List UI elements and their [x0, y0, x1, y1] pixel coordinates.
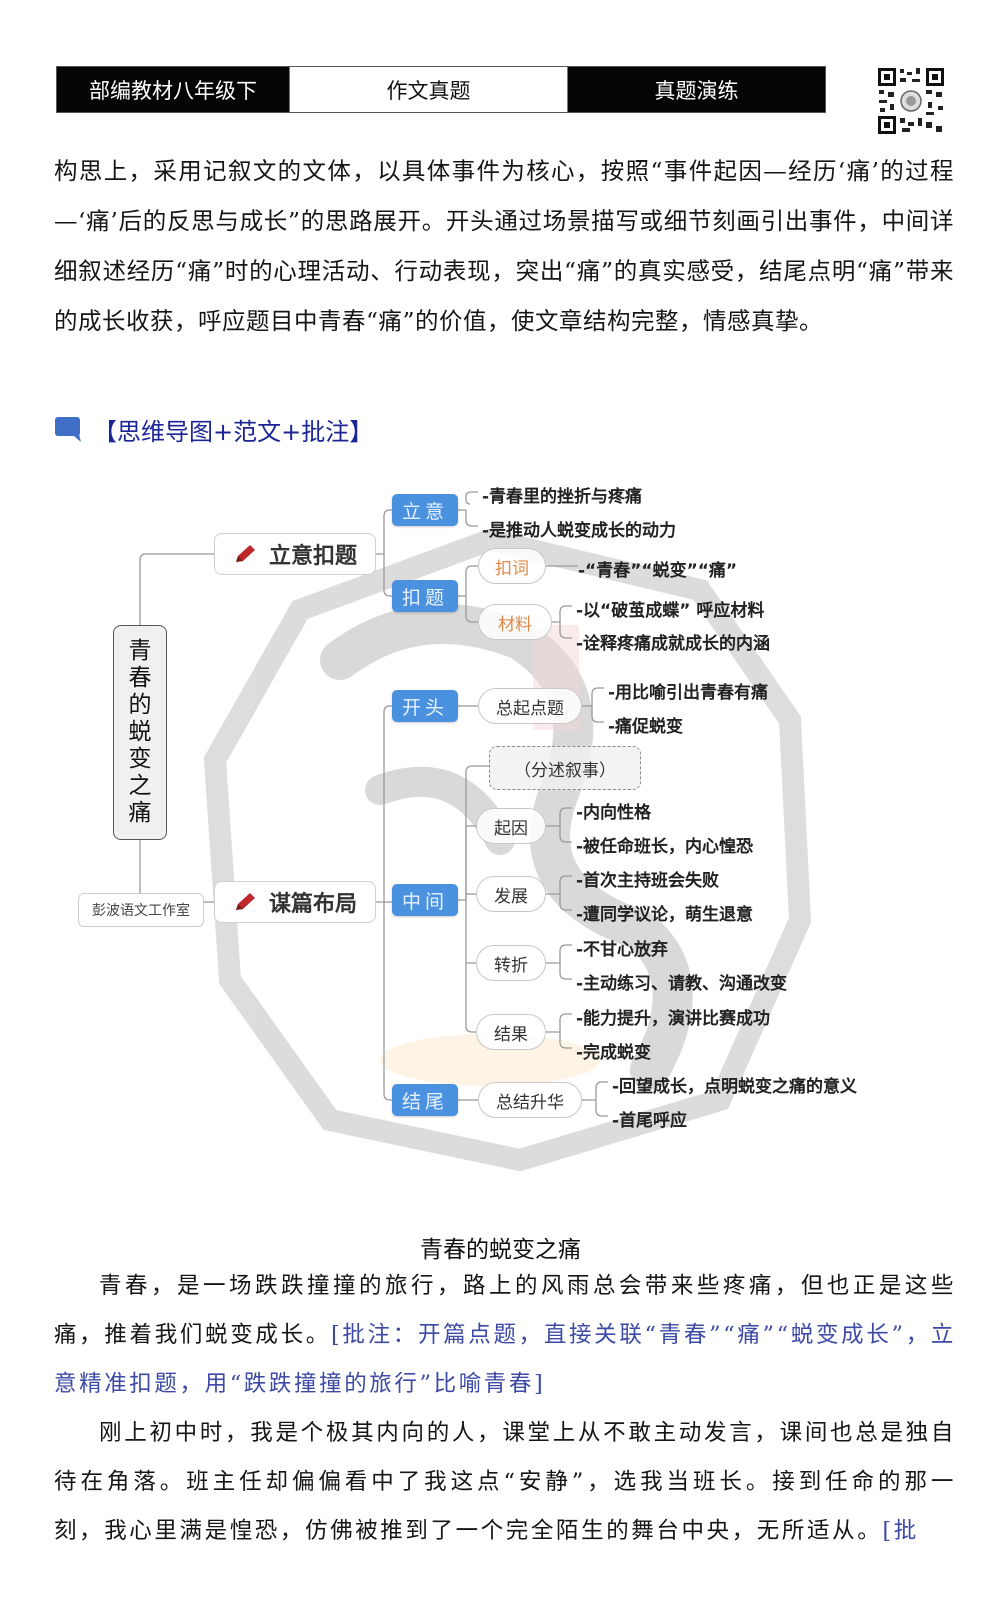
section-heading: 【思维导图+范文+批注】 [55, 412, 373, 447]
leaf: -以“破茧成蝶” 呼应材料 [576, 601, 765, 621]
leaf: -痛促蜕变 [608, 717, 684, 737]
leaf: -被任命班长，内心惶恐 [576, 837, 754, 857]
leaf: -回望成长，点明蜕变之痛的意义 [612, 1077, 858, 1097]
header-practice-label: 真题演练 [568, 67, 825, 112]
bookmark-chat-icon [55, 416, 81, 442]
branch-moupian-buju: 谋篇布局 [214, 881, 376, 923]
annotation: [批注：开篇点题，直接关联“青春”“痛”“蜕变成长”，立意精准扣题，用“跌跌撞撞… [54, 1322, 956, 1397]
intro-paragraph: 构思上，采用记叙文的文体，以具体事件为核心，按照“事件起因—经历‘痛’的过程—‘… [54, 157, 954, 335]
root-char: 之 [128, 773, 152, 799]
root-char: 青 [128, 638, 152, 664]
essay-paragraph: 刚上初中时，我是个极其内向的人，课堂上从不敢主动发言，课间也总是独自待在角落。班… [54, 1409, 956, 1556]
pencil-icon [235, 545, 255, 562]
node-fenshu-xushi: （分述叙事） [489, 746, 641, 790]
node-liyi: 立意 [392, 494, 458, 526]
leaf: -不甘心放弃 [576, 940, 669, 960]
node-kouti: 扣题 [392, 580, 458, 612]
studio-label: 彭波语文工作室 [78, 893, 204, 927]
leaf: -“青春”“蜕变”“痛” [578, 561, 738, 581]
branch-label: 谋篇布局 [268, 892, 357, 917]
essay-text: 刚上初中时，我是个极其内向的人，课堂上从不敢主动发言，课间也总是独自待在角落。班… [54, 1420, 956, 1544]
leaf: -首次主持班会失败 [576, 871, 720, 891]
annotation: [批 [882, 1518, 919, 1544]
essay-text: 青春，是一场跌跌撞撞的旅行，路上的风雨总会带来些疼痛，但也正是这些痛，推着我们蜕… [54, 1273, 956, 1348]
root-char: 变 [128, 746, 152, 772]
node-jiewei: 结尾 [392, 1084, 458, 1116]
root-char: 蜕 [128, 719, 152, 745]
leaf: -诠释疼痛成就成长的内涵 [576, 634, 771, 654]
branch-liyi-kouti: 立意扣题 [214, 533, 376, 575]
node-kouci: 扣词 [478, 548, 546, 584]
leaf: -首尾呼应 [612, 1111, 688, 1131]
qr-code-icon [876, 66, 946, 136]
node-jieguo: 结果 [476, 1014, 546, 1050]
leaf: -用比喻引出青春有痛 [608, 683, 769, 703]
leaf: -能力提升，演讲比赛成功 [576, 1009, 771, 1029]
branch-label: 立意扣题 [268, 544, 357, 569]
leaf: -青春里的挫折与疼痛 [482, 487, 643, 507]
node-zhuanzhe: 转折 [476, 945, 546, 981]
header-bar: 部编教材八年级下 作文真题 真题演练 [56, 66, 826, 113]
node-zongqi-dianti: 总起点题 [478, 688, 582, 724]
leaf: -是推动人蜕变成长的动力 [482, 521, 677, 541]
node-kaitou: 开头 [392, 690, 458, 722]
root-char: 的 [128, 692, 152, 718]
mindmap: 青 春 的 蜕 变 之 痛 彭波语文工作室 立意扣题 立意 -青春里的挫折与疼痛… [0, 460, 1001, 1200]
node-zongjie-shenghua: 总结升华 [478, 1082, 582, 1118]
node-qiyin: 起因 [476, 808, 546, 844]
node-cailiao: 材料 [478, 604, 552, 640]
leaf: -主动练习、请教、沟通改变 [576, 974, 788, 994]
header-topic-label: 作文真题 [289, 67, 568, 112]
header-grade-label: 部编教材八年级下 [57, 67, 289, 112]
root-char: 痛 [128, 800, 152, 826]
root-char: 春 [128, 665, 152, 691]
node-zhongjian: 中间 [392, 884, 458, 916]
leaf: -完成蜕变 [576, 1043, 652, 1063]
essay-paragraph: 青春，是一场跌跌撞撞的旅行，路上的风雨总会带来些疼痛，但也正是这些痛，推着我们蜕… [54, 1262, 956, 1409]
leaf: -内向性格 [576, 803, 652, 823]
essay-title: 青春的蜕变之痛 [420, 1237, 581, 1263]
leaf: -遭同学议论，萌生退意 [576, 905, 754, 925]
essay-body: 青春，是一场跌跌撞撞的旅行，路上的风雨总会带来些疼痛，但也正是这些痛，推着我们蜕… [54, 1262, 956, 1556]
mindmap-root-node: 青 春 的 蜕 变 之 痛 [113, 625, 167, 840]
pencil-icon [235, 893, 255, 910]
node-fazhan: 发展 [476, 876, 546, 912]
section-title: 【思维导图+范文+批注】 [93, 418, 374, 446]
